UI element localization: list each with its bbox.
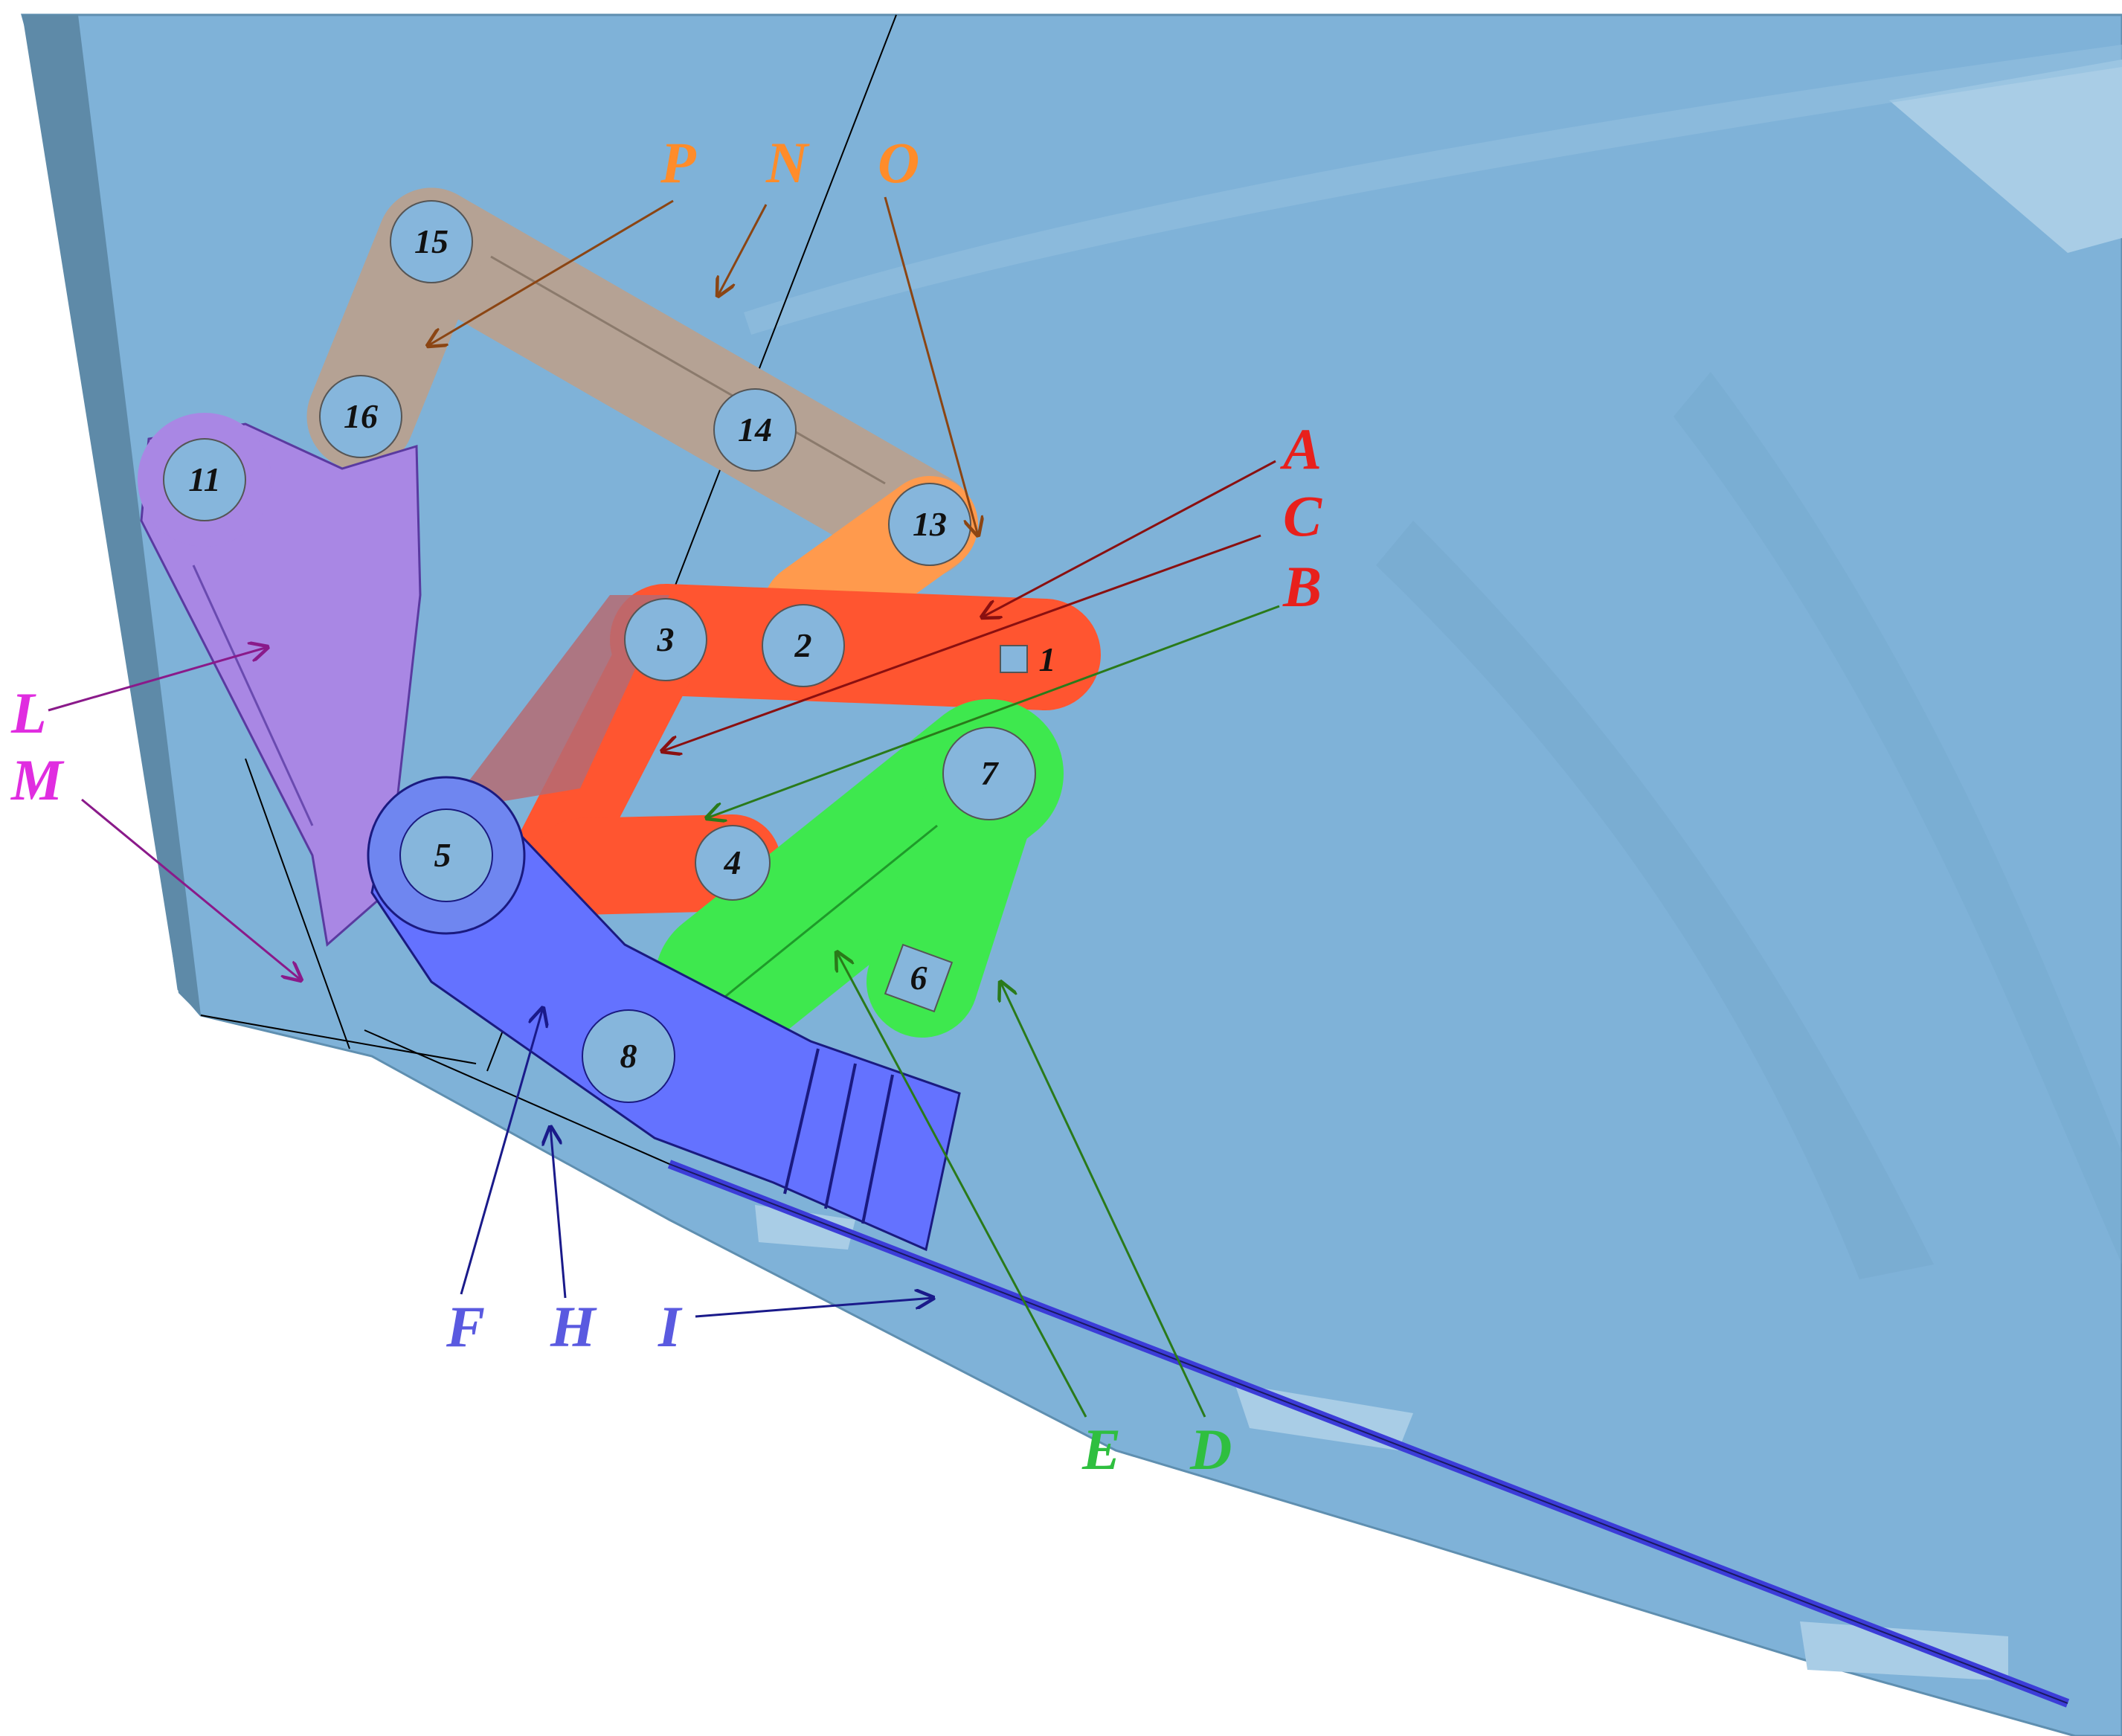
arrow-P <box>428 199 674 346</box>
label-F: F <box>446 1294 485 1359</box>
label-L: L <box>10 681 47 745</box>
link-purple <box>138 413 422 947</box>
hole-3-number: 3 <box>657 620 675 658</box>
light-bottom-tab <box>1800 1621 2008 1681</box>
hole-1 <box>1000 645 1028 673</box>
arrow-N <box>718 204 768 296</box>
arrow-C <box>662 534 1261 751</box>
link-tan-arm <box>377 187 977 579</box>
hole-5 <box>399 808 493 902</box>
link-red <box>446 584 1101 915</box>
letter-labels: P N O A C B L M F H I E D <box>10 130 1322 1482</box>
label-E: E <box>1081 1417 1121 1482</box>
bottom-rail-edge <box>669 1163 2068 1704</box>
arrow-D <box>1000 982 1206 1418</box>
arrow-F <box>460 1008 543 1295</box>
hole-14-number: 14 <box>738 411 772 449</box>
label-M: M <box>10 748 65 812</box>
hole-2-number: 2 <box>794 626 812 664</box>
leader-arrows <box>48 196 1280 1418</box>
link-blue <box>367 776 961 1252</box>
panel-side-edge <box>22 15 201 1015</box>
hole-13-number: 13 <box>913 505 947 543</box>
glass-highlight-top <box>1889 60 2122 253</box>
light-tab-small <box>755 1205 855 1250</box>
link-blue-rib-2 <box>824 1063 857 1209</box>
hole-11-number: 11 <box>188 460 220 498</box>
link-purple-groove <box>192 565 314 826</box>
link-red-shadow <box>446 595 669 811</box>
hole-6 <box>884 943 954 1013</box>
label-B: B <box>1282 554 1322 619</box>
arrow-M <box>81 798 301 980</box>
glass-panel <box>21 13 2122 1736</box>
label-A: A <box>1279 417 1322 481</box>
pin-holes: 15 16 14 13 11 3 2 1 7 4 6 5 8 <box>163 200 1056 1103</box>
arrow-A <box>982 460 1276 617</box>
hole-3 <box>624 598 707 681</box>
hole-4 <box>695 825 771 901</box>
arrow-H <box>550 1127 567 1299</box>
hole-2 <box>762 604 845 687</box>
hole-8 <box>582 1009 675 1103</box>
link-blue-body <box>370 787 961 1252</box>
arrow-L <box>48 647 268 712</box>
hole-16-number: 16 <box>344 397 378 435</box>
link-green-groove <box>706 824 938 1013</box>
hole-5-number: 5 <box>434 836 451 874</box>
hole-7 <box>942 727 1036 820</box>
arrow-E <box>837 952 1087 1418</box>
hole-11 <box>163 438 246 521</box>
hole-8-number: 8 <box>620 1037 637 1075</box>
hole-6-number: 6 <box>910 959 927 997</box>
arrow-B <box>707 605 1280 818</box>
label-D: D <box>1189 1417 1232 1482</box>
edge-line-1 <box>200 1015 477 1064</box>
glass-shadow-2 <box>1674 372 2122 1264</box>
glass-shadow-1 <box>1376 521 1934 1279</box>
hole-7-number: 7 <box>981 754 1000 792</box>
label-P: P <box>660 130 697 195</box>
label-C: C <box>1283 483 1322 548</box>
glass-streak-1 <box>744 45 2122 335</box>
edge-line-3 <box>245 758 350 1049</box>
hole-1-number: 1 <box>1039 640 1056 678</box>
hole-16 <box>319 375 402 458</box>
link-purple-body <box>140 422 422 947</box>
hole-15 <box>390 200 473 283</box>
link-red-upper <box>610 584 1101 710</box>
hole-15-number: 15 <box>414 222 448 260</box>
link-blue-rib-3 <box>861 1074 894 1224</box>
arrow-O <box>884 196 978 536</box>
link-tan-groove <box>490 255 886 485</box>
hole-4-number: 4 <box>724 843 742 881</box>
label-H: H <box>550 1294 597 1359</box>
link-blue-rib-1 <box>783 1048 820 1195</box>
label-O: O <box>878 130 919 195</box>
hole-14 <box>713 388 797 472</box>
label-I: I <box>658 1294 683 1359</box>
label-N: N <box>765 130 810 195</box>
arrow-I <box>695 1298 933 1318</box>
